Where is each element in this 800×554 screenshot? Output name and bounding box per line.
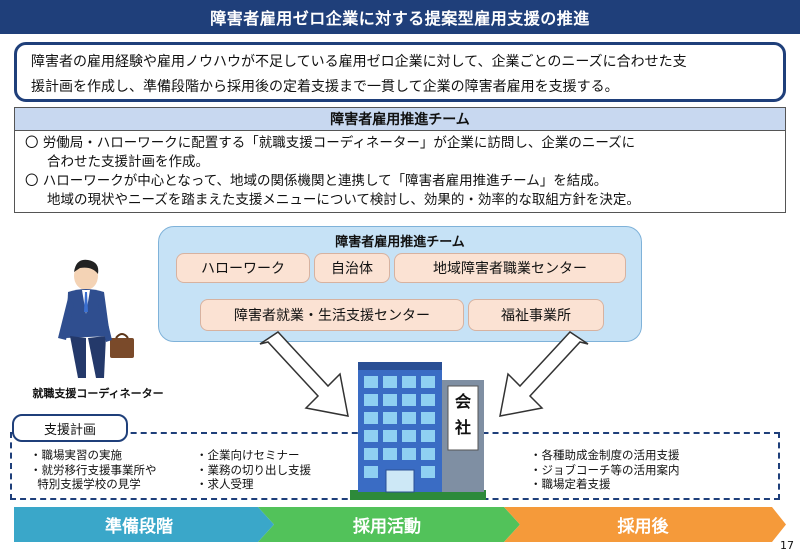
support-plan-label: 支援計画 xyxy=(12,414,128,442)
coordinator-person-icon xyxy=(58,259,134,378)
member-municipality: 自治体 xyxy=(314,253,390,283)
member-employment-life-center: 障害者就業・生活支援センター xyxy=(200,299,464,331)
phase-post-hiring: 採用後 xyxy=(617,517,669,537)
phase-preparation: 準備段階 xyxy=(105,517,173,537)
arrow-down-left-icon xyxy=(499,331,589,417)
phase-recruitment: 採用活動 xyxy=(353,517,421,537)
page-title: 障害者雇用ゼロ企業に対する提案型雇用支援の推進 xyxy=(0,0,800,34)
page-number: 17 xyxy=(780,539,794,552)
arrow-down-right-icon xyxy=(259,331,349,417)
member-vocational-center: 地域障害者職業センター xyxy=(394,253,626,283)
support-plan-column-2: ・企業向けセミナー ・業務の切り出し支援 ・求人受理 xyxy=(196,448,346,492)
plan-item: ・職場実習の実施 xyxy=(30,448,122,462)
summary-line-1: 障害者の雇用経験や雇用ノウハウが不足している雇用ゼロ企業に対して、企業ごとのニー… xyxy=(31,54,687,70)
plan-item: ・ジョブコーチ等の活用案内 xyxy=(530,462,680,477)
plan-item: ・求人受理 xyxy=(196,477,254,491)
team-bullet-1-cont: 合わせた支援計画を作成。 xyxy=(47,154,209,170)
company-building-icon xyxy=(350,362,486,500)
support-plan-column-3: ・各種助成金制度の活用支援 ・ジョブコーチ等の活用案内 ・職場定着支援 xyxy=(530,448,750,492)
team-diagram-title: 障害者雇用推進チーム xyxy=(335,235,465,250)
plan-item: 特別支援学校の見学 xyxy=(30,477,141,491)
team-section-header: 障害者雇用推進チーム xyxy=(14,107,786,131)
team-bullet-2: 〇 ハローワークが中心となって、地域の関係機関と連携して「障害者雇用推進チーム」… xyxy=(25,173,608,189)
support-plan-column-1: ・職場実習の実施 ・就労移行支援事業所や 特別支援学校の見学 xyxy=(30,448,200,492)
plan-item: ・企業向けセミナー xyxy=(196,448,300,462)
team-bullet-2-cont: 地域の現状やニーズを踏まえた支援メニューについて検討し、効果的・効率的な取組方針… xyxy=(47,192,640,208)
team-bullet-1: 〇 労働局・ハローワークに配置する「就職支援コーディネーター」が企業に訪問し、企… xyxy=(25,135,636,151)
member-welfare-office: 福祉事業所 xyxy=(468,299,604,331)
plan-item: ・業務の切り出し支援 xyxy=(196,462,311,477)
summary-box: 障害者の雇用経験や雇用ノウハウが不足している雇用ゼロ企業に対して、企業ごとのニー… xyxy=(14,42,786,102)
company-sign-char-1: 会 xyxy=(454,392,471,411)
plan-item: ・各種助成金制度の活用支援 xyxy=(530,448,680,462)
plan-item: ・就労移行支援事業所や xyxy=(30,462,157,477)
member-hellowork: ハローワーク xyxy=(176,253,310,283)
summary-line-2: 援計画を作成し、準備段階から採用後の定着支援まで一貫して企業の障害者雇用を支援す… xyxy=(31,79,619,95)
company-sign-char-2: 社 xyxy=(454,418,471,437)
coordinator-label: 就職支援コーディネーター xyxy=(32,387,164,400)
plan-item: ・職場定着支援 xyxy=(530,477,611,491)
phase-arrow-bar xyxy=(14,507,786,542)
team-section-body: 〇 労働局・ハローワークに配置する「就職支援コーディネーター」が企業に訪問し、企… xyxy=(14,131,786,213)
